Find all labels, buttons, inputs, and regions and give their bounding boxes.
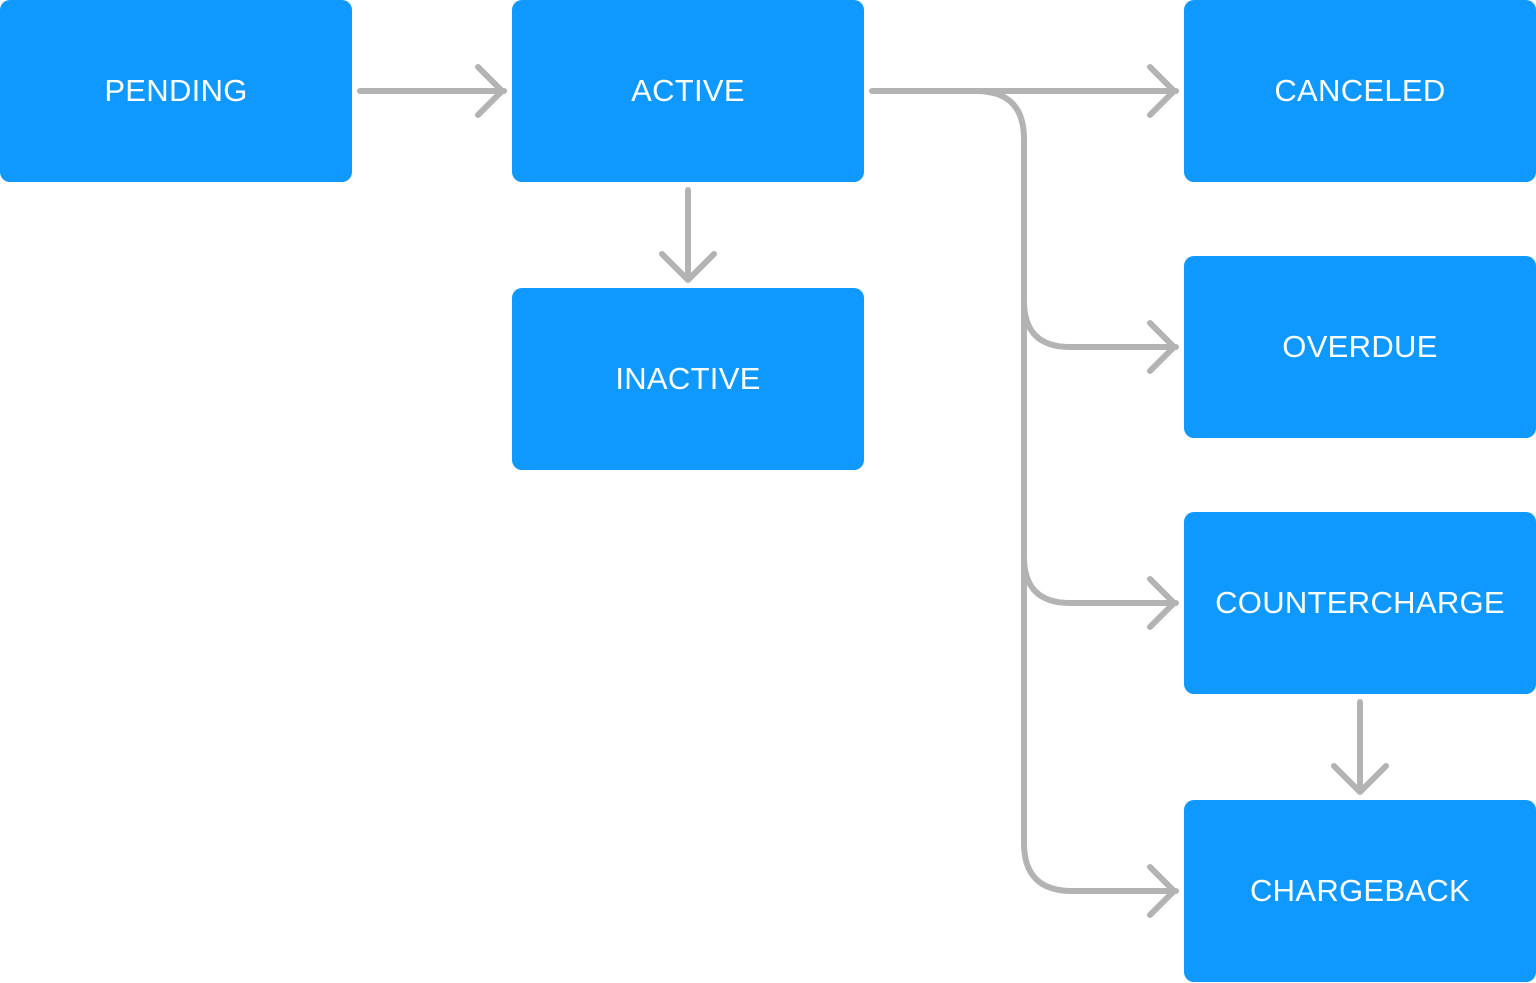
- arrowhead-canceled-icon: [1147, 64, 1177, 118]
- node-canceled: CANCELED: [1184, 0, 1536, 182]
- node-chargeback: CHARGEBACK: [1184, 800, 1536, 982]
- node-overdue-label: OVERDUE: [1282, 329, 1438, 364]
- arrowhead-overdue-icon: [1147, 320, 1177, 374]
- arrowhead-chargeback-down-icon: [1331, 763, 1389, 795]
- node-overdue: OVERDUE: [1184, 256, 1536, 438]
- node-countercharge: COUNTERCHARGE: [1184, 512, 1536, 694]
- edge-active-to-countercharge: [1021, 554, 1179, 606]
- node-pending-label: PENDING: [104, 73, 248, 108]
- arrowhead-inactive-icon: [659, 251, 717, 283]
- node-inactive: INACTIVE: [512, 288, 864, 470]
- node-active-label: ACTIVE: [631, 73, 745, 108]
- edge-trunk: [973, 88, 1027, 846]
- arrowhead-chargeback-icon: [1147, 864, 1177, 918]
- node-inactive-label: INACTIVE: [615, 361, 761, 396]
- node-canceled-label: CANCELED: [1274, 73, 1446, 108]
- node-countercharge-label: COUNTERCHARGE: [1215, 585, 1505, 620]
- edge-active-to-chargeback: [1021, 840, 1179, 894]
- arrowhead-countercharge-icon: [1147, 576, 1177, 630]
- edge-active-to-overdue: [1021, 298, 1179, 350]
- node-pending: PENDING: [0, 0, 352, 182]
- node-chargeback-label: CHARGEBACK: [1249, 873, 1471, 908]
- node-active: ACTIVE: [512, 0, 864, 182]
- arrowhead-active-icon: [475, 64, 505, 118]
